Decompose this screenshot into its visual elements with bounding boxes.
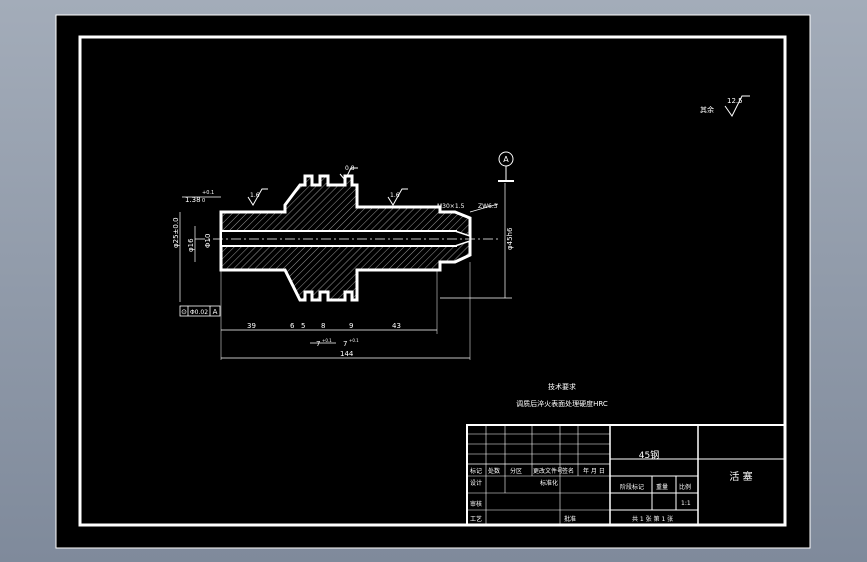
row-label-0: 标记 [470,467,482,475]
roughness-other-value: 12.5 [727,97,743,105]
tolerance-symbol: ⊙ [181,308,187,316]
audit-label: 审核 [470,500,482,508]
sheets-label: 共 1 张 第 1 张 [632,515,673,523]
design-label: 设计 [470,479,482,487]
roughness-gear-value: 0.8 [345,165,355,172]
dim-43: 43 [392,322,401,330]
dim-8: 8 [321,322,325,330]
dim-39: 39 [247,322,256,330]
part-name: 活 塞 [729,470,752,483]
weight-label: 重量 [656,483,668,491]
notes-line1: 调质后淬火表面处理硬度HRC [516,399,608,408]
dim-7b-tol: +0.1 [349,338,359,343]
dim-6: 6 [290,322,295,330]
thread-spec: ZW6.3 [478,203,498,210]
bottom-dimensions: 39 6 5 8 9 43 7 +0.1 7 +0.1 144 [220,262,471,360]
left-dimensions: 1.38 +0.1 0 φ25±0.0 φ16 Φ10 ⊙ Φ0.02 A [172,190,221,317]
approve-label: 批准 [564,515,576,523]
roughness-other: 其余 12.5 [700,95,750,117]
stage-mark-label: 阶段标记 [620,483,644,491]
drawing-sheet [55,14,811,549]
tolerance-datum: A [213,308,218,316]
dim-5: 5 [301,322,305,330]
tolerance-value: Φ0.02 [190,309,208,316]
chamfer-tol-top: +0.1 [202,190,214,196]
dim-9: 9 [349,322,353,330]
title-block [466,424,786,526]
dim-7a-tol: +0.1 [322,338,332,343]
shaft-section [195,174,498,302]
standardize-label: 标准化 [540,479,558,487]
notes-heading: 技术要求 [548,382,576,391]
chamfer-tol-bottom: 0 [202,198,205,204]
right-dimensions: M30×1.5 ZW6.3 φ45h6 [437,183,514,299]
title-block-text: 45钢 活 塞 标记 处数 分区 更改文件号 签名 年 月 日 设计 标准化 审… [470,449,753,523]
scale-label: 比例 [679,483,691,491]
process-label: 工艺 [470,515,482,523]
dim-7a: 7 [316,340,320,348]
shaft-bore [220,230,457,247]
row-label-1: 处数 [488,467,500,475]
datum-a: A [498,151,514,182]
shaft-roughness: 1.6 1.6 0.8 [247,165,408,206]
dim-total: 144 [340,350,354,358]
row-label-5: 年 月 日 [583,467,605,475]
chamfer-dim: 1.38 [185,196,201,204]
roughness-left-value: 1.6 [250,192,260,199]
dia-inner-dim: φ16 [187,238,195,252]
tolerance-frame [179,305,221,317]
dia-right-dim: φ45h6 [506,227,514,250]
dia-small-dim: Φ10 [204,234,212,248]
roughness-other-label: 其余 [700,105,714,114]
dia-outer-dim: φ25±0.0 [172,217,180,248]
row-label-2: 分区 [510,467,522,475]
material: 45钢 [639,449,659,461]
scale-value: 1:1 [681,500,691,507]
roughness-other-icon [724,95,750,117]
thread-dim: M30×1.5 [437,203,465,210]
datum-label: A [503,155,509,164]
drawing-frame [78,35,787,527]
row-label-4: 签名 [562,467,574,475]
roughness-right-value: 1.6 [390,192,400,199]
dim-7b: 7 [343,340,347,348]
row-label-3: 更改文件号 [533,467,563,475]
